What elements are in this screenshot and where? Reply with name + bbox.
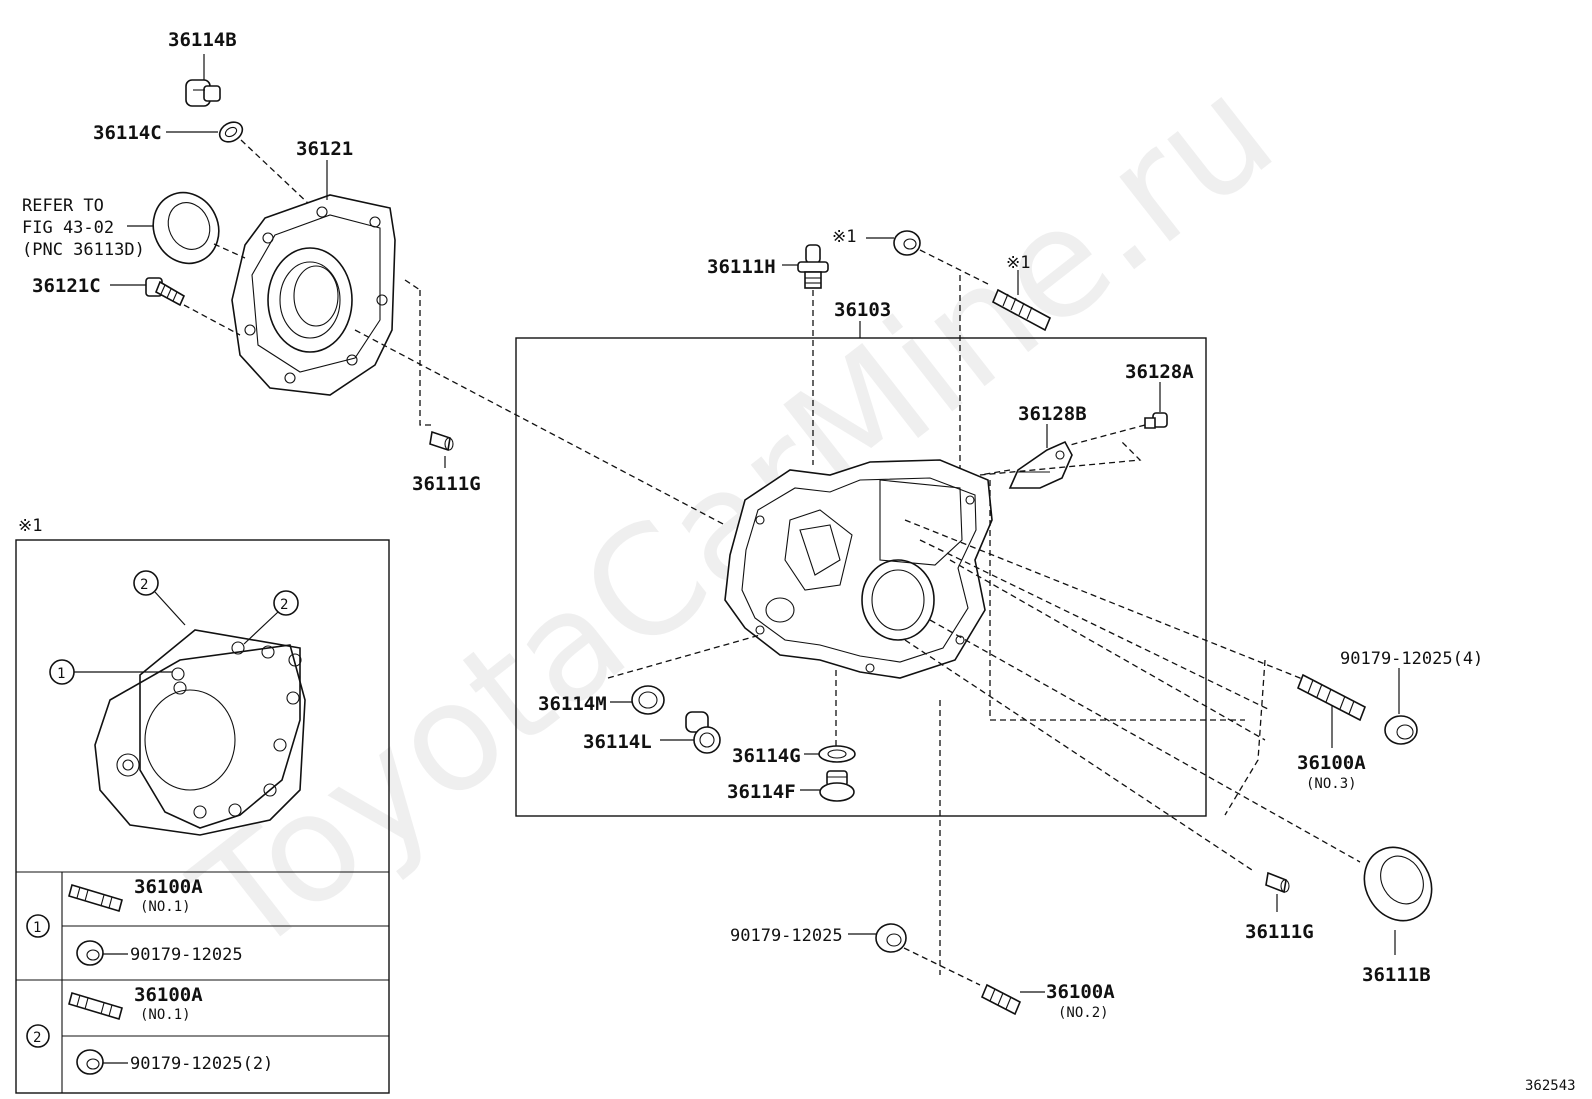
dash-36114C: [240, 139, 311, 206]
plug-36114B: [185, 79, 221, 107]
label-36114B: 36114B: [168, 29, 237, 51]
stud-36100A-no3: [1296, 673, 1367, 722]
inset-callout-2b-circle: [273, 590, 299, 616]
dash-seal: [213, 243, 246, 259]
label-36100A-no2-sub: (NO.2): [1058, 1005, 1109, 1021]
dash-case-seal: [929, 619, 1361, 863]
label-36114C: 36114C: [93, 122, 162, 144]
dash-case-4: [1224, 659, 1266, 816]
inset-callout-2a: 2: [140, 577, 148, 593]
dash-case-3: [949, 559, 1266, 741]
label-36111B: 36111B: [1362, 964, 1431, 986]
inset-row2-nut-icon: [76, 1049, 104, 1075]
inset-row1-key-circle: [26, 914, 50, 938]
plug-36114F: [819, 770, 855, 802]
dash-case-5: [989, 480, 1245, 721]
bolt-36121C: [145, 277, 186, 307]
gasket-36114C: [218, 121, 244, 143]
dash-housing-case: [354, 329, 726, 526]
inset-leader-2b: [243, 611, 279, 645]
inset-case-drawing: [94, 629, 306, 836]
inset-callout-2a-circle: [133, 570, 159, 596]
label-36103: 36103: [834, 299, 891, 321]
label-36114M: 36114M: [538, 693, 607, 715]
label-36114L: 36114L: [583, 731, 652, 753]
label-mark1-a: ※1: [832, 227, 856, 247]
dash-case-stud3: [904, 519, 1306, 681]
refer-line-1: REFER TO: [22, 196, 104, 216]
bracket-36128B: [1008, 440, 1073, 489]
inset-row2-key-circle: [26, 1024, 50, 1048]
label-36100A-no2: 36100A: [1046, 981, 1115, 1003]
inset-row2-nut: 90179-12025(2): [130, 1054, 273, 1074]
stud-36100A-no2: [980, 983, 1022, 1016]
label-36121: 36121: [296, 138, 353, 160]
dash-90179-mid: [903, 947, 981, 986]
dash-case-2: [919, 539, 1271, 711]
label-36128B: 36128B: [1018, 403, 1087, 425]
inset-row2-stud-icon: [68, 991, 123, 1021]
inset-row1-key: 1: [33, 920, 41, 936]
dash-36114M: [607, 634, 761, 679]
watermark-text: ToyotaCarMine.ru: [164, 44, 1305, 988]
nut-mark1: [893, 230, 921, 256]
dash-36128A: [1069, 424, 1146, 446]
dash-pin-top: [419, 290, 432, 426]
gasket-36114M: [631, 685, 665, 715]
inset-title: ※1: [18, 516, 42, 536]
oil-seal-ref: [152, 191, 220, 265]
figure-id: 362543: [1525, 1078, 1576, 1094]
bolt-36128A: [1144, 412, 1168, 429]
label-36114F: 36114F: [727, 781, 796, 803]
inset-leader-2a: [154, 591, 186, 626]
stud-mark1: [991, 288, 1052, 332]
refer-line-3: (PNC 36113D): [22, 240, 145, 260]
label-36111H: 36111H: [707, 256, 776, 278]
label-36100A-no3: 36100A: [1297, 752, 1366, 774]
inset-frame: [15, 539, 390, 1094]
label-90179-mid: 90179-12025: [730, 926, 843, 946]
inset-row1-stud: 36100A: [134, 876, 203, 898]
label-mark1-b: ※1: [1006, 253, 1030, 273]
inset-row2-stud: 36100A: [134, 984, 203, 1006]
inset-callout-1: 1: [57, 666, 65, 682]
label-36111G-bottom: 36111G: [1245, 921, 1314, 943]
label-36100A-no3-sub: (NO.3): [1306, 776, 1357, 792]
main-case-frame: [515, 337, 1207, 817]
inset-callout-2b: 2: [280, 597, 288, 613]
oil-seal-36111B: [1363, 846, 1433, 922]
inset-row1-nut: 90179-12025: [130, 945, 243, 965]
dash-mark1-nut: [919, 249, 991, 286]
dash-36128B: [979, 439, 1142, 476]
gasket-36114G: [818, 745, 856, 763]
inset-row1-nut-icon: [76, 940, 104, 966]
nut-90179-mid: [875, 923, 907, 953]
label-36111G-top: 36111G: [412, 473, 481, 495]
breather-36111H: [797, 244, 829, 289]
dash-case-pin: [904, 639, 1256, 873]
inset-row2-key: 2: [33, 1030, 41, 1046]
pin-36111G-top: [429, 430, 454, 452]
label-36121C: 36121C: [32, 275, 101, 297]
transaxle-case-36103: [724, 459, 993, 679]
plug-36114L: [685, 711, 721, 754]
nut-90179-4: [1384, 715, 1418, 745]
extension-housing-36121: [231, 194, 396, 396]
label-90179-4: 90179-12025(4): [1340, 649, 1483, 669]
inset-row2-stud-sub: (NO.1): [140, 1007, 191, 1023]
label-36128A: 36128A: [1125, 361, 1194, 383]
dash-pin-top-2: [404, 279, 421, 291]
label-36114G: 36114G: [732, 745, 801, 767]
dash-36121C: [183, 304, 241, 336]
refer-line-2: FIG 43-02: [22, 218, 114, 238]
inset-row1-stud-sub: (NO.1): [140, 899, 191, 915]
pin-36111G-bottom: [1265, 871, 1290, 894]
inset-row1-stud-icon: [68, 883, 123, 913]
